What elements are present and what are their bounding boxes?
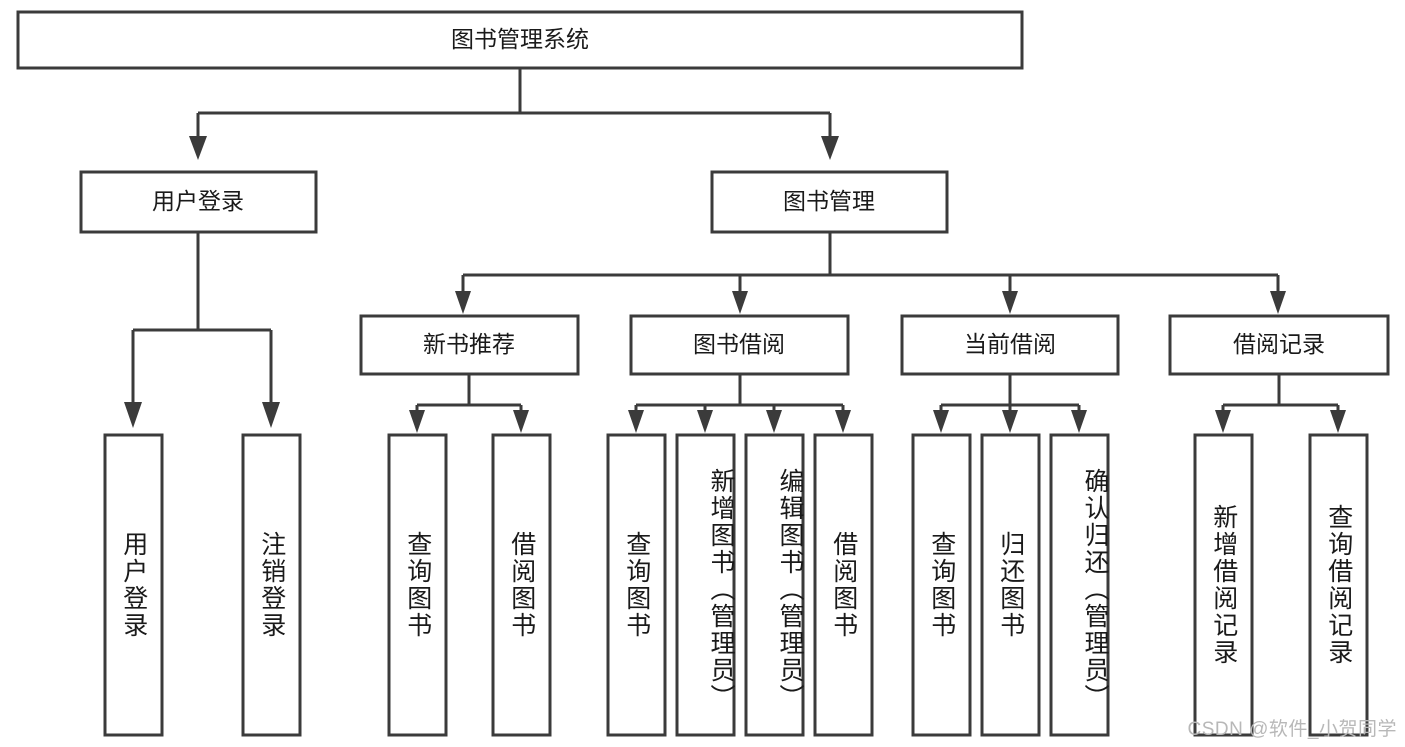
arrow-head-bb-leaf4	[835, 410, 851, 433]
arrow-head-book-mgmt	[821, 136, 839, 160]
node-book-borrow[interactable]	[629, 314, 850, 376]
arrow-head-nb-leaf2	[513, 410, 529, 433]
node-new-book-recommend-label: 新书推荐	[423, 331, 515, 357]
node-user-login-label: 用户登录	[152, 188, 244, 214]
arrow-head-cb-leaf1	[933, 410, 949, 433]
node-leaf-query-book-1[interactable]	[387, 433, 448, 737]
node-leaf-query-book-2[interactable]	[606, 433, 667, 737]
node-leaf-return-book[interactable]	[980, 433, 1041, 737]
node-leaf-borrow-book-1[interactable]	[491, 433, 552, 737]
connector-group-book-borrow-children	[628, 374, 851, 433]
arrow-head-leaf-user-login	[124, 402, 142, 428]
csdn-watermark: CSDN @软件_小贺同学	[1187, 719, 1397, 740]
node-root-label: 图书管理系统	[451, 26, 589, 52]
arrow-head-cb-leaf3	[1071, 410, 1087, 433]
node-leaf-edit-book-admin[interactable]	[744, 433, 805, 737]
arrow-head-book-borrow	[732, 291, 748, 314]
arrow-head-leaf-logout	[262, 402, 280, 428]
node-root-book-management-system[interactable]	[16, 10, 1024, 70]
node-book-management-label: 图书管理	[783, 188, 875, 214]
arrow-head-bb-leaf2	[697, 410, 713, 433]
connector-group-root-to-level2	[189, 68, 839, 160]
node-borrow-record-label: 借阅记录	[1233, 331, 1325, 357]
arrow-head-current-borrow	[1002, 291, 1018, 314]
arrow-head-bb-leaf1	[628, 410, 644, 433]
node-borrow-record[interactable]	[1168, 314, 1390, 376]
connector-group-book-mgmt-children	[455, 232, 1286, 314]
arrow-head-br-leaf2	[1330, 410, 1346, 433]
arrow-head-cb-leaf2	[1002, 410, 1018, 433]
node-current-borrow-label: 当前借阅	[964, 331, 1056, 357]
connector-group-new-book-children	[409, 374, 529, 433]
connector-group-current-borrow-children	[933, 374, 1087, 433]
connector-group-user-login-children	[124, 232, 280, 428]
node-leaf-logout[interactable]	[241, 433, 302, 737]
node-current-borrow[interactable]	[900, 314, 1120, 376]
node-leaf-confirm-return-admin[interactable]	[1049, 433, 1110, 737]
connector-group-borrow-record-children	[1215, 374, 1346, 433]
arrow-head-br-leaf1	[1215, 410, 1231, 433]
arrow-head-bb-leaf3	[766, 410, 782, 433]
node-user-login[interactable]	[79, 170, 318, 234]
arrow-head-user-login	[189, 136, 207, 160]
node-book-borrow-label: 图书借阅	[693, 331, 785, 357]
arrow-head-new-book	[455, 291, 471, 314]
node-book-management[interactable]	[710, 170, 949, 234]
node-leaf-query-borrow-record[interactable]	[1308, 433, 1369, 737]
node-new-book-recommend[interactable]	[359, 314, 580, 376]
node-leaf-add-book-admin[interactable]	[675, 433, 736, 737]
arrow-head-borrow-record	[1270, 291, 1286, 314]
node-leaf-user-login[interactable]	[103, 433, 164, 737]
arrow-head-nb-leaf1	[409, 410, 425, 433]
node-leaf-borrow-book-2[interactable]	[813, 433, 874, 737]
node-leaf-query-book-3[interactable]	[911, 433, 972, 737]
node-leaf-add-borrow-record[interactable]	[1193, 433, 1254, 737]
